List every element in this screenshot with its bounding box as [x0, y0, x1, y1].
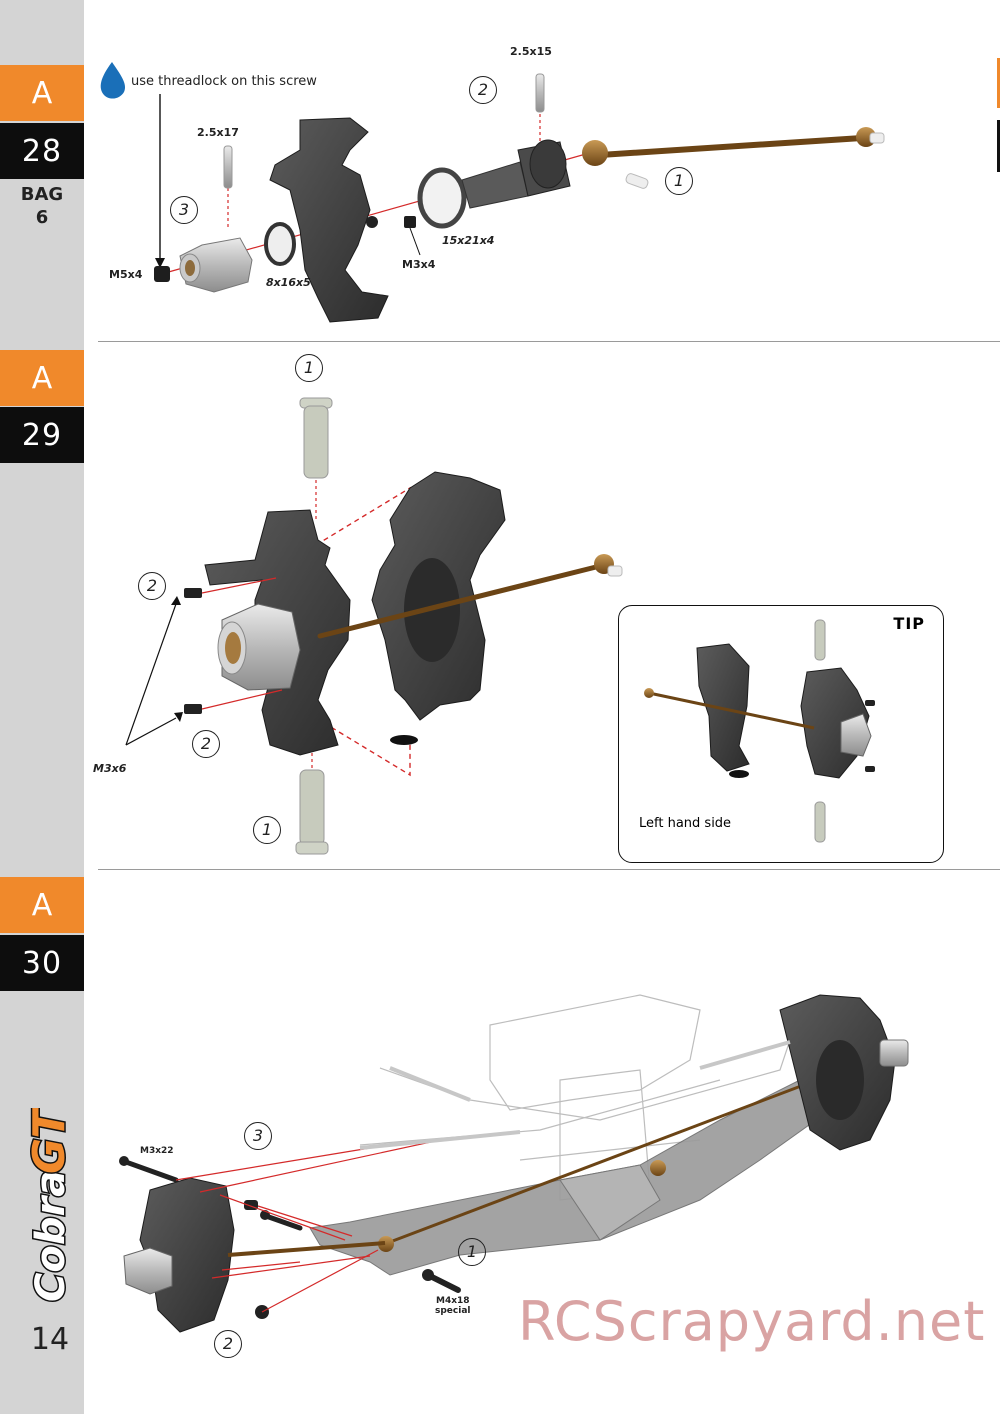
- bag-number: 6: [35, 207, 49, 228]
- drive-shaft-part: [582, 127, 885, 189]
- screw-special-label: special: [435, 1306, 471, 1316]
- callout-2-step30: 2: [214, 1330, 242, 1358]
- pin-2-5x17-label: 2.5x17: [197, 126, 239, 139]
- edge-mark-orange: [997, 58, 1000, 108]
- right-knuckle-assembly-part: [779, 994, 909, 1151]
- king-pin-bottom-part: [295, 769, 329, 855]
- callout-1-bottom: 1: [253, 816, 281, 844]
- callout-2-lower: 2: [192, 730, 220, 758]
- screw-m4x18-label: M4x18: [436, 1296, 470, 1306]
- callout-1: 1: [665, 167, 693, 195]
- edge-mark-black: [997, 120, 1000, 172]
- svg-text:GT: GT: [24, 1108, 75, 1174]
- step-28-number: 28: [0, 123, 84, 179]
- hex-hub-part: [179, 237, 253, 293]
- callout-3: 3: [170, 196, 198, 224]
- step-29-section: A: [0, 350, 84, 406]
- screw-m3x6-label: M3x6: [93, 762, 127, 775]
- tip-box: TIP Left hand side: [618, 605, 944, 863]
- divider-1: [98, 341, 1000, 342]
- sidebar: [0, 0, 84, 1414]
- screw-m3x22-icon: [119, 1156, 179, 1183]
- steering-knuckle-part: [269, 117, 389, 323]
- screw-m4x18-icon: [422, 1269, 461, 1293]
- axle-outdrive-part: [461, 139, 571, 209]
- pin-2-5x15-label: 2.5x15: [510, 45, 552, 58]
- page-number: 14: [30, 1322, 70, 1357]
- tip-title: TIP: [893, 614, 925, 633]
- callout-2-upper: 2: [138, 572, 166, 600]
- bearing-8x16x5-label: 8x16x5: [266, 276, 311, 289]
- bag-label: BAG: [20, 184, 64, 205]
- screw-m3x4-label: M3x4: [402, 258, 436, 271]
- screw-m5x4-label: M5x4: [109, 268, 143, 281]
- step-28-section: A: [0, 65, 84, 121]
- left-knuckle-assembly-part: [123, 1177, 235, 1333]
- watermark: RCScrapyard.net: [518, 1290, 986, 1353]
- callout-1-step30: 1: [458, 1238, 486, 1266]
- callout-1-top: 1: [295, 354, 323, 382]
- bearing-15x21x4-label: 15x21x4: [442, 234, 495, 247]
- hex-hub-part-2: [217, 603, 301, 691]
- divider-2: [98, 869, 1000, 870]
- svg-text:Cobra: Cobra: [28, 1170, 74, 1302]
- tip-diagram: [644, 619, 875, 843]
- step-29-number: 29: [0, 407, 84, 463]
- screw-m3x22-label: M3x22: [140, 1146, 174, 1156]
- king-pin-top-part: [299, 397, 333, 479]
- suspension-arm-part: [309, 1079, 831, 1276]
- callout-3-step30: 3: [244, 1122, 272, 1150]
- threadlock-note: use threadlock on this screw: [131, 74, 317, 89]
- step-30-section: A: [0, 877, 84, 933]
- tip-text: Left hand side: [639, 816, 732, 831]
- step-30-number: 30: [0, 935, 84, 991]
- callout-2: 2: [469, 76, 497, 104]
- cobragt-logo: Cobra GT: [23, 1108, 77, 1304]
- threadlock-drop-icon: [100, 62, 126, 99]
